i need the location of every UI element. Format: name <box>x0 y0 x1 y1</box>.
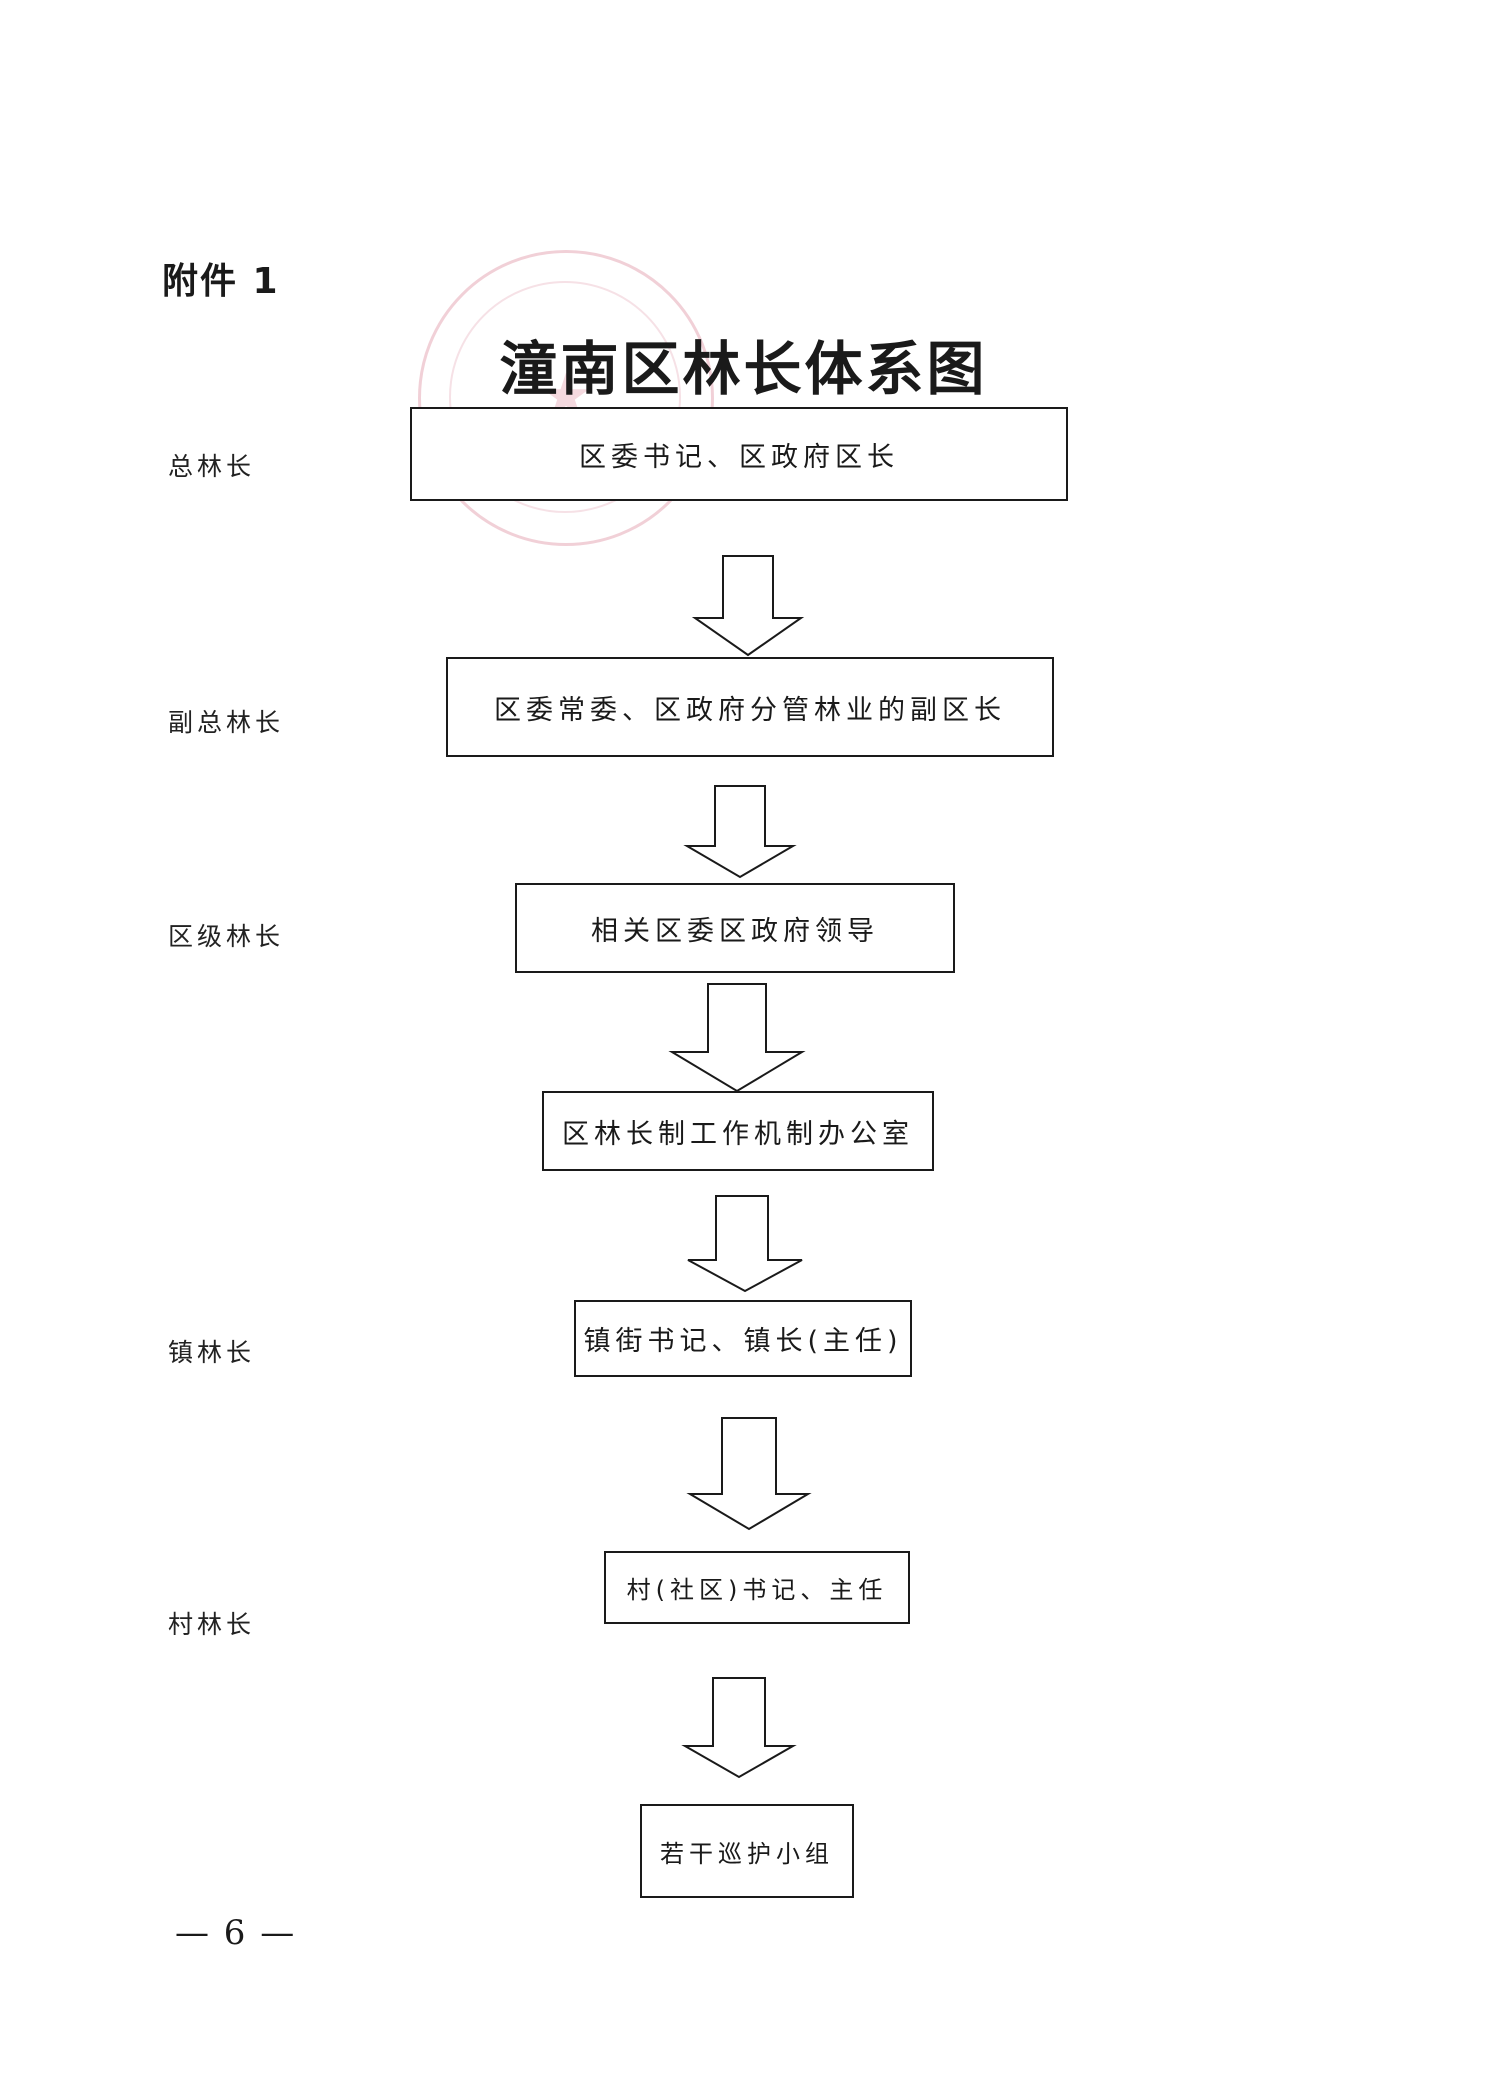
level-label-chief: 总林长 <box>168 452 256 481</box>
node-patrol-groups: 若干巡护小组 <box>640 1804 854 1898</box>
page-title: 潼南区林长体系图 <box>499 335 988 403</box>
page-number: — 6 — <box>175 1913 297 1953</box>
arrow-down-icon <box>686 1417 812 1531</box>
node-town-forest-chief: 镇街书记、镇长(主任) <box>574 1300 912 1377</box>
arrow-down-icon <box>686 1195 804 1293</box>
node-district-leaders: 相关区委区政府领导 <box>515 883 955 973</box>
node-forest-chief-office: 区林长制工作机制办公室 <box>542 1091 934 1171</box>
arrow-down-shape <box>681 1677 797 1779</box>
arrow-down-shape <box>683 785 797 879</box>
arrow-down-icon <box>683 785 797 879</box>
node-village-forest-chief: 村(社区)书记、主任 <box>604 1551 910 1624</box>
attachment-label: 附件 1 <box>162 261 280 302</box>
level-label-district: 区级林长 <box>168 922 285 951</box>
arrow-down-shape <box>668 983 806 1093</box>
level-label-deputy-chief: 副总林长 <box>168 708 285 737</box>
level-label-town: 镇林长 <box>168 1338 256 1367</box>
arrow-down-icon <box>691 555 805 657</box>
node-deputy-chief-forest-chief: 区委常委、区政府分管林业的副区长 <box>446 657 1054 757</box>
node-chief-forest-chief: 区委书记、区政府区长 <box>410 407 1068 501</box>
arrow-down-icon <box>681 1677 797 1779</box>
arrow-down-shape <box>691 555 805 657</box>
arrow-down-shape <box>686 1417 812 1531</box>
arrow-down-icon <box>668 983 806 1093</box>
arrow-down-shape <box>687 1195 803 1293</box>
level-label-village: 村林长 <box>168 1610 256 1639</box>
